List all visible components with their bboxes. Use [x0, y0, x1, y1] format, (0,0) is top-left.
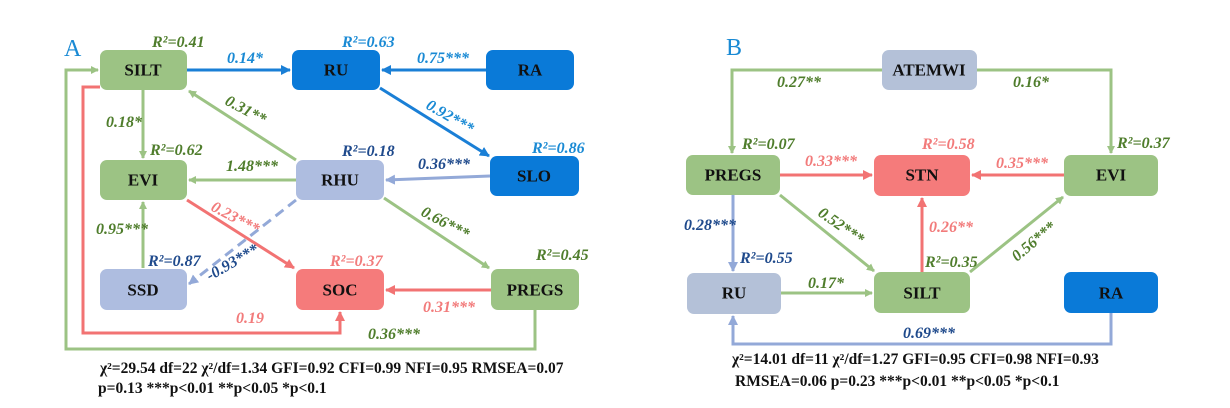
coef-pregs-ru: 0.28*** [684, 217, 737, 234]
r2-rhu: R²=0.18 [341, 143, 395, 160]
fit-stats-line-2: p=0.13 ***p<0.01 **p<0.05 *p<0.1 [98, 380, 327, 397]
node-soc: SOC [296, 269, 384, 310]
r2-evi: R²=0.62 [149, 142, 203, 159]
node-label: ATEMWI [892, 61, 966, 80]
coef-pregs-stn: 0.33*** [805, 153, 858, 170]
edge-atemwi-pregs [728, 68, 882, 154]
coef-pregs-silt: 0.52*** [815, 204, 868, 248]
node-label: PREGS [507, 281, 564, 300]
edge-ru-slo [379, 86, 490, 158]
coef-silt-evi: 0.56*** [1009, 218, 1061, 265]
node-rhu: RHU [296, 160, 384, 200]
node-label: EVI [1096, 166, 1127, 185]
r2-slo: R²=0.86 [531, 140, 585, 157]
fit-stats-line-2: RMSEA=0.06 p=0.23 ***p<0.01 **p<0.05 *p<… [735, 373, 1060, 390]
node-evi: EVI [100, 160, 187, 200]
coef-slo-rhu: 0.36*** [418, 156, 471, 173]
coef-ra-ru: 0.69*** [903, 325, 956, 342]
coef-silt-stn: 0.26** [929, 219, 974, 236]
coef-silt-ru: 0.14* [227, 50, 264, 67]
edge-silt-soc [81, 85, 345, 335]
coef-evi-stn: 0.35*** [996, 155, 1049, 172]
coef-ssd-evi: 0.95*** [96, 221, 149, 238]
r2-ru: R²=0.63 [341, 34, 395, 51]
r2-ssd: R²=0.87 [147, 253, 202, 270]
node-pregs: PREGS [491, 269, 579, 310]
panel-b: B ATEMWI PREGS STN EVI RU SILT RA R²=0.0… [684, 35, 1171, 390]
r2-pregs: R²=0.07 [741, 136, 796, 153]
node-silt: SILT [100, 50, 187, 90]
node-ssd: SSD [100, 269, 187, 310]
node-label: EVI [128, 171, 159, 190]
r2-evi: R²=0.37 [1116, 135, 1171, 152]
r2-silt: R²=0.35 [924, 254, 978, 271]
node-label: SLO [517, 167, 551, 186]
node-atemwi: ATEMWI [882, 50, 977, 90]
node-label: PREGS [705, 166, 762, 185]
coef-silt-soc: 0.19 [236, 310, 264, 327]
r2-silt: R²=0.41 [151, 34, 205, 51]
r2-pregs: R²=0.45 [535, 247, 589, 264]
node-silt: SILT [874, 272, 970, 313]
r2-soc: R²=0.37 [329, 253, 384, 270]
node-label: SILT [124, 61, 162, 80]
node-pregs: PREGS [686, 155, 780, 195]
edge-rhu-pregs [383, 196, 490, 270]
node-ra: RA [1064, 272, 1158, 313]
coef-pregs-silt: 0.36*** [368, 326, 421, 343]
panel-a: A SILT RU RA EVI RHU SLO SSD SOC PREGS R… [64, 34, 589, 397]
node-label: SSD [127, 281, 158, 300]
fit-stats-line-1: χ²=14.01 df=11 χ²/df=1.27 GFI=0.95 CFI=0… [731, 351, 1099, 368]
node-slo: SLO [490, 156, 579, 196]
coef-atemwi-evi: 0.16* [1013, 74, 1050, 91]
edge-pregs-silt [64, 66, 537, 351]
coef-rhu-evi: 1.48*** [226, 158, 279, 175]
panel-b-label: B [726, 35, 742, 61]
node-label: RU [324, 61, 349, 80]
coef-ru-silt: 0.17* [808, 275, 845, 292]
edge-pregs-silt [779, 193, 875, 273]
edge-silt-evi [969, 195, 1064, 274]
node-ru: RU [687, 273, 781, 314]
coef-rhu-ssd: -0.93*** [204, 241, 263, 285]
node-stn: STN [874, 155, 970, 196]
coef-rhu-silt: 0.31** [222, 93, 270, 129]
coef-pregs-soc: 0.31*** [423, 299, 476, 316]
edge-slo-rhu [385, 174, 491, 185]
coef-ra-ru: 0.75*** [417, 50, 470, 67]
node-label: RU [722, 284, 747, 303]
coef-silt-evi: 0.18* [106, 114, 143, 131]
node-ru: RU [292, 50, 380, 90]
r2-stn: R²=0.58 [921, 136, 975, 153]
node-label: SILT [903, 284, 941, 303]
edge-ra-ru [728, 313, 1113, 346]
edge-evi-soc [186, 198, 295, 270]
edge-atemwi-evi [977, 68, 1115, 154]
node-label: RA [1099, 284, 1124, 303]
node-label: STN [905, 166, 939, 185]
panel-a-label: A [64, 36, 82, 62]
r2-ru: R²=0.55 [739, 250, 793, 267]
node-evi: EVI [1064, 155, 1158, 196]
node-label: SOC [323, 281, 358, 300]
node-ra: RA [486, 50, 574, 90]
node-label: RHU [321, 171, 359, 190]
coef-atemwi-pregs: 0.27** [777, 74, 822, 91]
node-label: RA [518, 61, 543, 80]
edge-rhu-ssd [188, 198, 297, 286]
edge-rhu-silt [188, 89, 297, 162]
fit-stats-line-1: χ²=29.54 df=22 χ²/df=1.34 GFI=0.92 CFI=0… [99, 360, 564, 377]
